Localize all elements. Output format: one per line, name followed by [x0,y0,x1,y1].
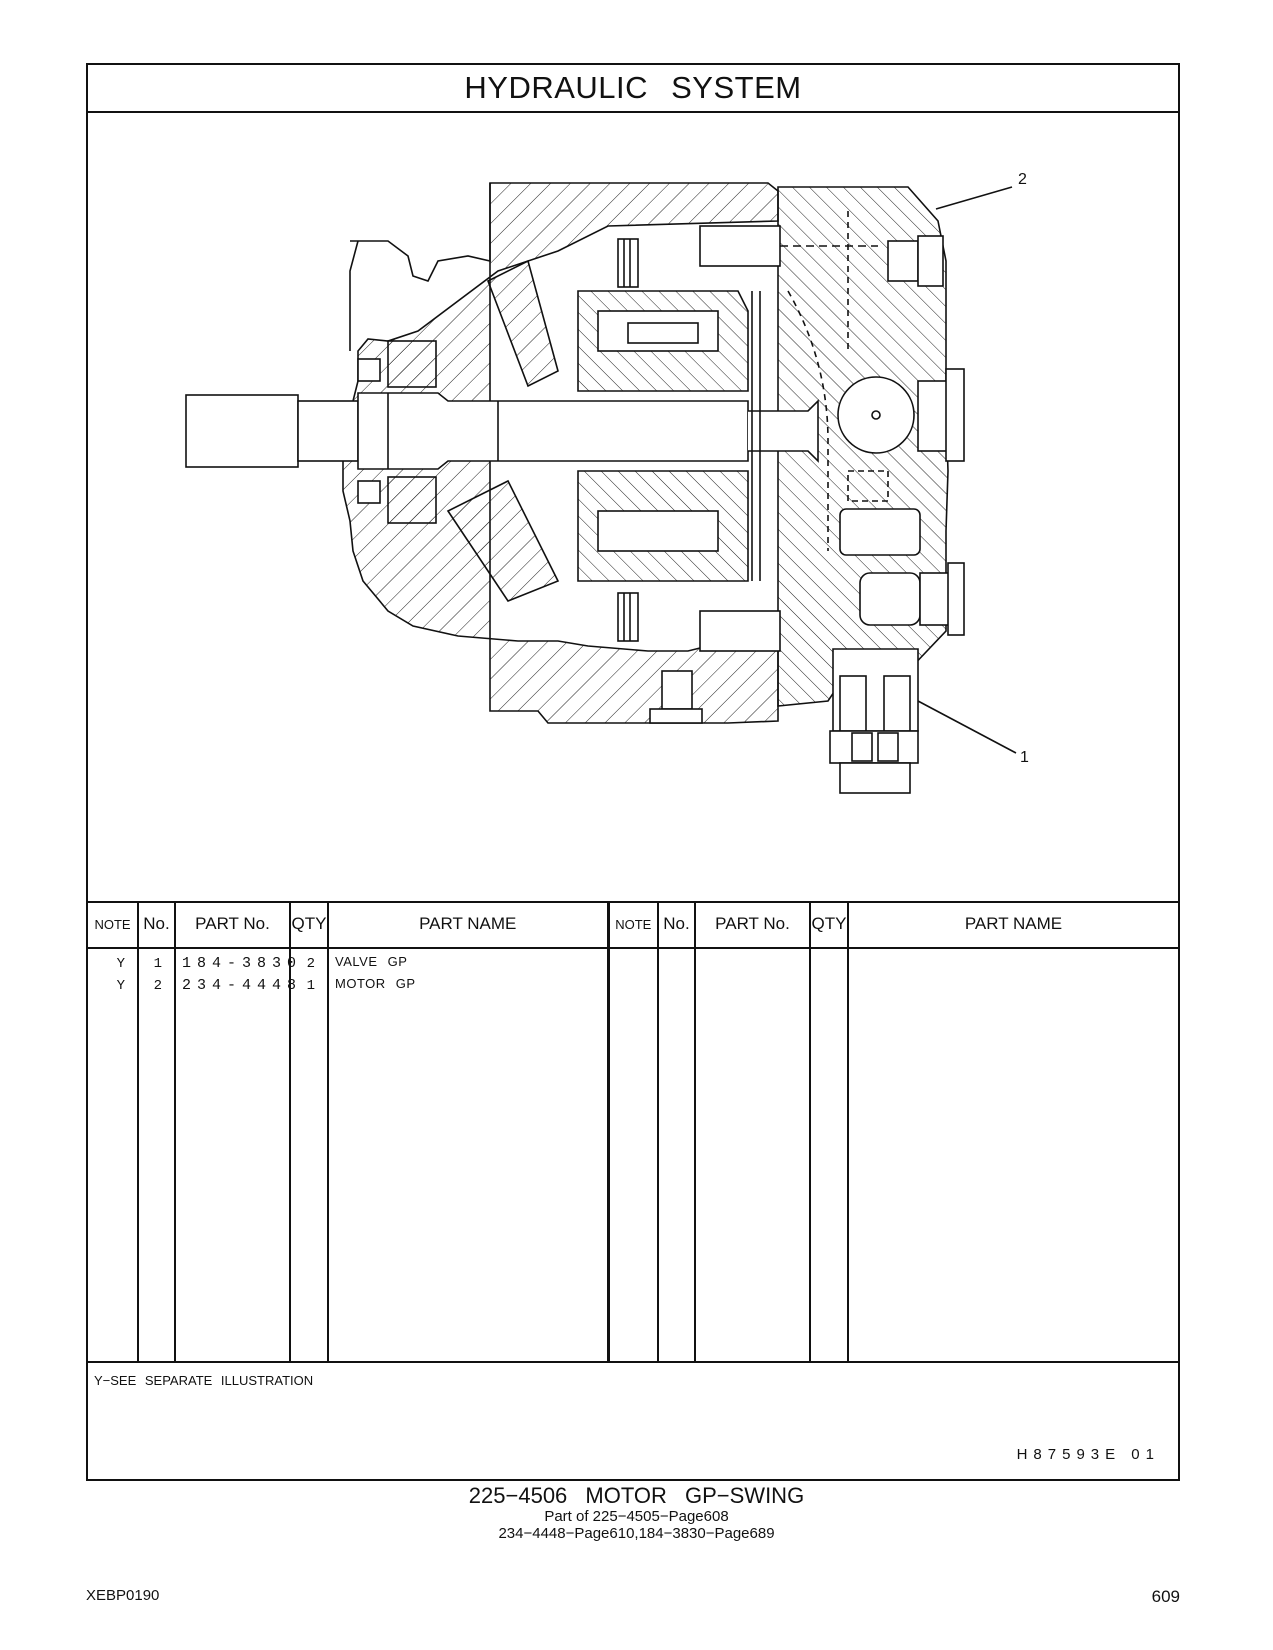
table-body-row: Y Y 1 2 184-3830 234-4448 2 1 VALVE GP M… [88,948,1178,1361]
col-note-right [608,948,659,1361]
header-part-name-right: PART NAME [848,901,1178,949]
col-no: 1 2 [138,948,176,1361]
callout-1: 1 [1020,749,1029,766]
row-2-no: 2 [153,978,162,994]
header-part-no-right: PART No. [695,901,811,949]
col-part-name-right [848,948,1178,1361]
exploded-drawing: 1 2 [88,111,1178,903]
row-2-note: Y [116,978,125,994]
callout-2: 2 [1018,171,1027,188]
header-note: NOTE [88,901,139,949]
row-2-part-name: MOTOR GP [335,976,416,991]
row-1-part-name: VALVE GP [335,954,408,969]
group-caption: 225−4506 MOTOR GP−SWING Part of 225−4505… [0,1483,1273,1543]
table-header-row: NOTE No. PART No. QTY PART NAME NOTE No.… [88,901,1178,949]
col-part-no-right [695,948,811,1361]
col-qty-right [810,948,849,1361]
header-part-no: PART No. [175,901,291,949]
header-qty-right: QTY [810,901,849,949]
group-reference-2[interactable]: 234−4448−Page610,184−3830−Page689 [498,1525,775,1542]
legend-note: Y−SEE SEPARATE ILLUSTRATION [94,1373,314,1388]
motor-cross-section-illustration [185,182,1017,794]
row-1-note: Y [116,956,125,972]
title-bar: HYDRAULIC SYSTEM [88,65,1178,113]
group-reference-1[interactable]: Part of 225−4505−Page608 [544,1508,729,1525]
parts-sheet: HYDRAULIC SYSTEM [86,63,1180,1481]
col-no-right [658,948,696,1361]
illustration-code: H87593E 01 [1016,1446,1160,1463]
header-no: No. [138,901,176,949]
document-code: XEBP0190 [86,1587,160,1604]
page-title: HYDRAULIC SYSTEM [464,70,802,105]
row-1-no: 1 [153,956,162,972]
sheet-footer: Y−SEE SEPARATE ILLUSTRATION H87593E 01 [88,1361,1178,1479]
row-1-qty: 2 [306,956,315,972]
col-qty: 2 1 [290,948,329,1361]
row-1-part-no[interactable]: 184-3830 [182,955,303,972]
header-note-right: NOTE [608,901,659,949]
group-title: 225−4506 MOTOR GP−SWING [468,1483,805,1508]
page-number: 609 [1151,1587,1180,1606]
row-2-part-no[interactable]: 234-4448 [182,977,303,994]
header-qty: QTY [290,901,329,949]
col-note: Y Y [88,948,139,1361]
col-part-name: VALVE GP MOTOR GP [328,948,610,1361]
row-2-qty: 1 [306,978,315,994]
header-no-right: No. [658,901,696,949]
parts-list-table: NOTE No. PART No. QTY PART NAME NOTE No.… [88,901,1178,1361]
header-part-name: PART NAME [328,901,610,949]
col-part-no: 184-3830 234-4448 [175,948,303,1361]
